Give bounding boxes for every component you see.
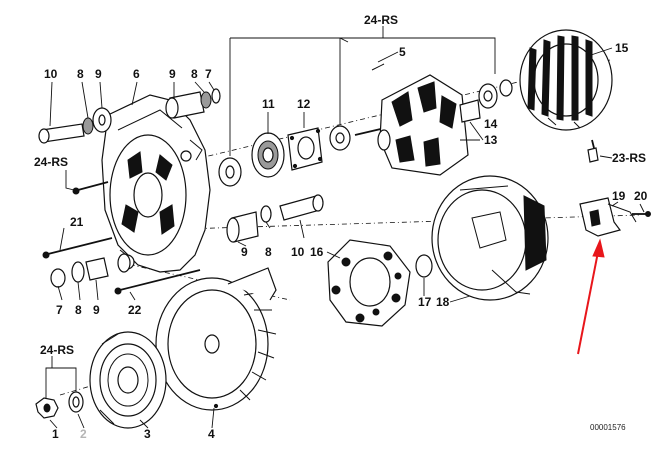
label-15: 15	[615, 41, 629, 55]
stator-15	[519, 29, 613, 131]
label-4: 4	[208, 427, 215, 441]
label-24rs-top: 24-RS	[364, 13, 398, 27]
pulley-3	[89, 331, 167, 429]
lower-bolt-assembly-7-8-9	[50, 253, 131, 288]
label-9-bottom: 9	[93, 303, 100, 317]
rotor-13	[354, 74, 481, 176]
label-9-top-left: 9	[95, 67, 102, 81]
label-24rs-left: 24-RS	[34, 155, 68, 169]
label-9-center: 9	[241, 245, 248, 259]
label-7-bottom: 7	[56, 303, 63, 317]
label-18: 18	[436, 295, 450, 309]
spring-washer-5	[371, 63, 513, 97]
long-bolt-22	[114, 269, 201, 295]
bearing-14	[478, 83, 498, 109]
label-3: 3	[144, 427, 151, 441]
upper-bolt-assembly-10-8-9	[38, 107, 112, 144]
label-11: 11	[262, 97, 275, 111]
label-8-center: 8	[265, 245, 272, 259]
label-9-top-right: 9	[169, 67, 176, 81]
label-17: 17	[418, 295, 432, 309]
spacer-ring-center	[329, 125, 351, 151]
label-20: 20	[634, 189, 648, 203]
label-12: 12	[297, 97, 311, 111]
o-ring-17	[415, 254, 433, 278]
washer-center	[218, 157, 242, 187]
screw-20	[632, 211, 651, 217]
label-13: 13	[484, 133, 498, 147]
nut-1	[35, 397, 59, 419]
label-14: 14	[484, 117, 498, 131]
label-8-bottom: 8	[75, 303, 82, 317]
label-8-top-left: 8	[77, 67, 84, 81]
label-6: 6	[133, 67, 140, 81]
upper-bolt-assembly-9-8-7	[165, 88, 221, 119]
label-22: 22	[128, 303, 142, 317]
front-housing	[101, 94, 211, 273]
label-16: 16	[310, 245, 324, 259]
long-bolt-21	[42, 237, 113, 259]
washer-2	[68, 391, 84, 413]
label-10-center: 10	[291, 245, 305, 259]
voltage-regulator-19	[579, 197, 637, 237]
fan-4	[155, 267, 277, 411]
red-pointer-arrow-icon	[577, 238, 605, 355]
leader-lines	[45, 26, 645, 429]
bearing-11	[251, 132, 285, 178]
label-24rs-bottom: 24-RS	[40, 343, 74, 357]
label-8-top-right: 8	[191, 67, 198, 81]
screw-24rs-left	[72, 181, 109, 195]
label-10-top: 10	[44, 67, 58, 81]
document-id: 00001576	[590, 423, 626, 432]
label-5: 5	[399, 45, 406, 59]
part-labels: 10 8 9 6 9 8 7 24-RS 5 15 11 12 14 13 24…	[34, 13, 648, 441]
rectifier-diode-plate-16	[327, 239, 411, 327]
bearing-cover-plate-12	[287, 127, 323, 171]
label-21: 21	[70, 215, 84, 229]
label-19: 19	[612, 189, 626, 203]
label-23rs: 23-RS	[612, 151, 646, 165]
brush-23rs	[587, 139, 599, 163]
label-2: 2	[80, 427, 87, 441]
rear-housing-18	[431, 175, 549, 301]
sleeve-assembly-9-8-10	[226, 194, 324, 243]
label-1: 1	[52, 427, 59, 441]
label-7-top: 7	[205, 67, 212, 81]
